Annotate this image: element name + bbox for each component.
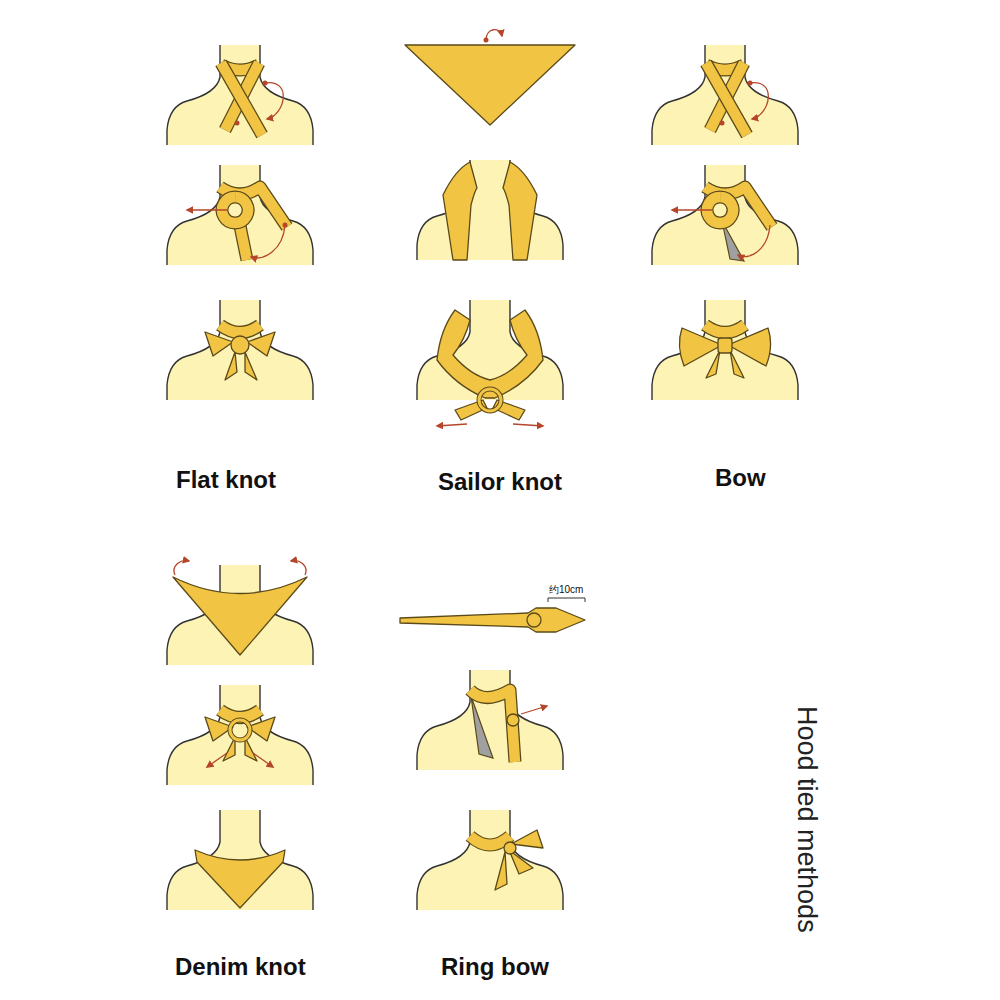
method-name: Sailor knot	[438, 468, 562, 496]
sailor-knot-result	[417, 300, 563, 426]
method-name: Ring bow	[441, 953, 549, 981]
denim-knot-step-2	[167, 685, 313, 785]
bow-step-1	[652, 45, 798, 145]
denim-knot-step-1	[167, 561, 313, 665]
denim-knot-result	[167, 810, 313, 910]
method-name: Denim knot	[175, 953, 306, 981]
method-name: Bow	[715, 464, 766, 492]
sailor-knot-step-1	[405, 30, 575, 125]
ring-bow-step-1	[400, 598, 585, 632]
ring-bow-step-2	[417, 670, 563, 770]
bow-result	[652, 300, 798, 400]
bow-step-2	[652, 165, 798, 265]
method-name: Flat knot	[176, 466, 276, 494]
ring-bow-result	[417, 810, 563, 910]
dimension-label: 约10cm	[549, 584, 583, 596]
vertical-title: Hood tied methods	[791, 706, 822, 933]
sailor-knot-step-2	[417, 160, 563, 260]
flat-knot-result	[167, 300, 313, 400]
flat-knot-step-2	[167, 165, 313, 265]
flat-knot-step-1	[167, 45, 313, 145]
